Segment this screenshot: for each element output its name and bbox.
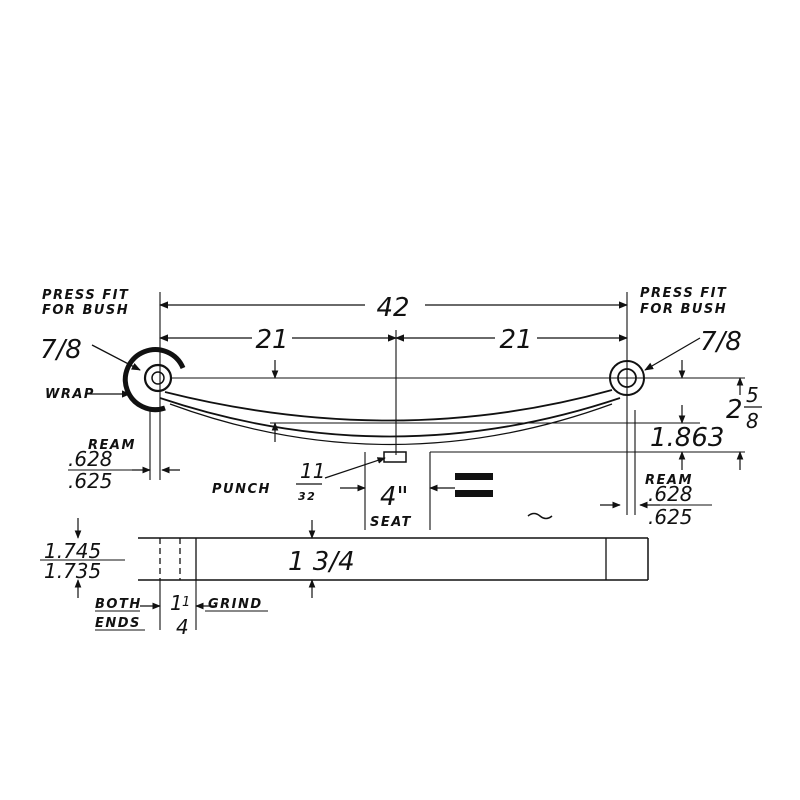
- tilde-mark: [527, 512, 553, 520]
- punch-hole: [383, 451, 407, 463]
- left-eye-outer: [143, 363, 173, 393]
- mark-bar-upper: [455, 473, 493, 480]
- punch-size-value: 11 32: [296, 459, 325, 503]
- left-eye-leader: [91, 344, 141, 371]
- left-press-fit-line1: PRESS FIT: [42, 288, 129, 303]
- svg-text:2: 2: [726, 395, 743, 425]
- half-length-dimensions: 21 21: [159, 325, 628, 355]
- svg-text:1: 1: [182, 595, 190, 610]
- seat-width: 4": [380, 482, 409, 512]
- right-ream-label: REAM: [645, 473, 693, 488]
- right-eye-size: 7/8: [700, 327, 742, 357]
- overall-length-value: 42: [376, 293, 409, 323]
- left-half-length: 21: [255, 325, 288, 355]
- right-ream-max: .628: [648, 482, 693, 506]
- svg-text:32: 32: [298, 490, 316, 503]
- svg-text:1: 1: [170, 591, 183, 615]
- both-ends-line2: ENDS: [95, 616, 141, 631]
- punch-label: PUNCH: [212, 482, 271, 497]
- right-eye-leader: [644, 337, 701, 371]
- left-bush-hole: [151, 371, 165, 385]
- overall-length-dimension: 42: [159, 293, 628, 323]
- main-leaf-bottom: [159, 397, 621, 438]
- svg-text:4: 4: [176, 615, 189, 639]
- thickness-min: 1.735: [44, 559, 101, 583]
- left-wrap-leaf: [122, 347, 186, 413]
- seat-label: SEAT: [370, 515, 412, 530]
- both-ends-line1: BOTH: [95, 597, 142, 612]
- mark-bar-lower: [455, 490, 493, 497]
- plan-view: [138, 537, 649, 581]
- right-bush-hole: [617, 368, 637, 388]
- left-press-fit-line2: FOR BUSH: [42, 303, 129, 318]
- second-leaf: [169, 403, 613, 446]
- right-press-fit-line1: PRESS FIT: [640, 286, 727, 301]
- wrap-label: WRAP: [45, 387, 95, 402]
- left-ream-max: .628: [68, 447, 113, 471]
- punch-leader: [324, 457, 386, 479]
- thickness-max: 1.745: [44, 539, 101, 563]
- svg-text:8: 8: [746, 409, 759, 433]
- right-half-length: 21: [499, 325, 532, 355]
- right-press-fit-line2: FOR BUSH: [640, 302, 727, 317]
- main-leaf-top: [164, 389, 613, 422]
- svg-text:5: 5: [746, 383, 759, 407]
- right-ream-min: .625: [648, 505, 693, 529]
- right-eye-outer: [609, 360, 645, 396]
- grind-width-value: 1 1 4: [170, 591, 190, 639]
- left-eye-size: 7/8: [40, 335, 82, 365]
- total-height-value: 2 5 8: [726, 383, 762, 433]
- grind-label: GRIND: [208, 597, 263, 612]
- left-ream-label: REAM: [88, 438, 136, 453]
- arch-height-value: 1.863: [650, 423, 724, 453]
- leaf-width-value: 1 3/4: [288, 547, 355, 577]
- svg-text:11: 11: [300, 459, 325, 483]
- left-ream-min: .625: [68, 469, 113, 493]
